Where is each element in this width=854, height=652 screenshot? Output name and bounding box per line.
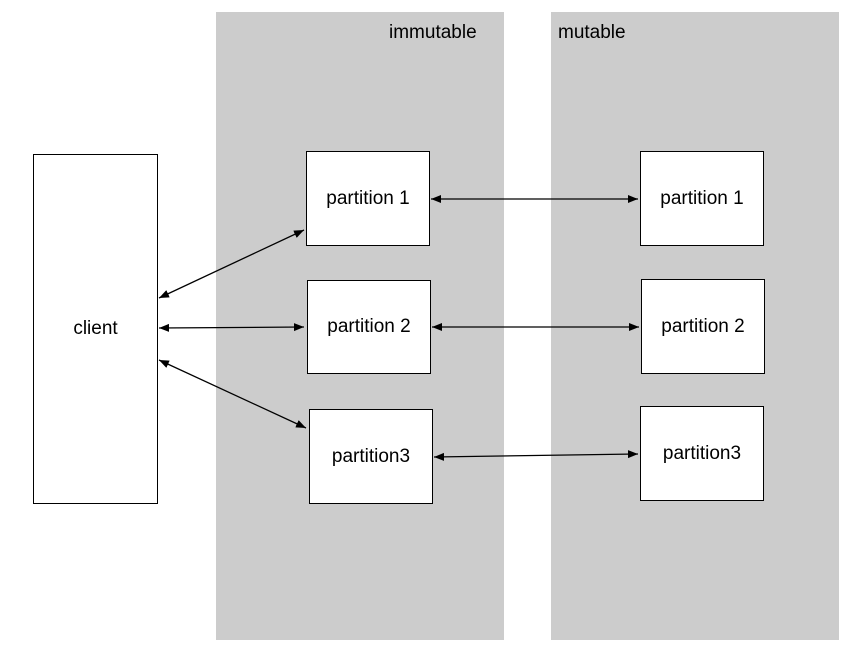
mutable-partition-1: partition 1	[640, 151, 764, 246]
arrow-client-immutable-partition-1	[158, 229, 305, 299]
arrow-client-immutable-partition-3	[158, 359, 307, 429]
immutable-region-label: immutable	[389, 22, 477, 43]
client-box: client	[33, 154, 158, 504]
immutable-partition-3: partition3	[309, 409, 433, 504]
arrow-immutable-mutable-partition-3	[433, 450, 639, 461]
mutable-region-label: mutable	[558, 22, 626, 43]
immutable-partition-2: partition 2	[307, 280, 431, 374]
arrow-client-immutable-partition-2	[158, 323, 305, 332]
mutable-partition-3: partition3	[640, 406, 764, 501]
immutable-partition-1: partition 1	[306, 151, 430, 246]
mutable-partition-2: partition 2	[641, 279, 765, 374]
